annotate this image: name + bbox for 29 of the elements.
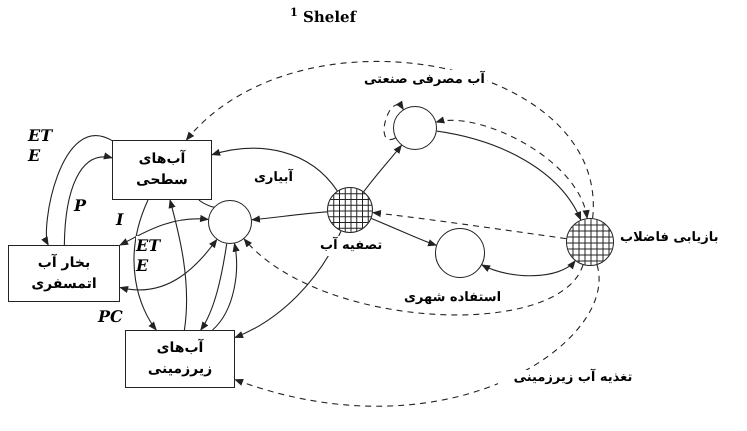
dashed-arrow [243,238,584,316]
node-caption: آب مصرفی صنعتی [362,70,487,90]
arrow [119,238,218,292]
arrow [251,211,328,223]
dashed-arrow [234,264,600,407]
arrow [119,215,210,246]
arrow [363,144,402,192]
arrow [371,218,438,246]
arrow [436,130,582,221]
dashed-arrow [435,117,589,220]
process-box: بخار آب اتمسفری [8,245,120,302]
node-caption: تصفیه آب [318,236,384,256]
arrow [481,260,576,276]
node-caption: آبیاری [252,168,295,188]
node-caption: بازیابی فاضلاب [618,228,720,248]
arrow [211,148,338,192]
arrow [212,242,240,330]
dashed-arrow [372,210,566,240]
flow-label: PC [98,306,123,328]
dashed-arrow [186,61,594,218]
arrow [64,153,113,246]
arrow [200,244,228,331]
process-box: آب‌های سطحی [112,140,212,200]
dashed-arrow [384,100,404,140]
arrow [168,199,188,330]
arrow [134,200,157,331]
process-box: آب‌های زیرزمینی [125,330,235,388]
arrow [42,135,112,246]
footnote: $^{1}$ Shelef [290,6,356,28]
